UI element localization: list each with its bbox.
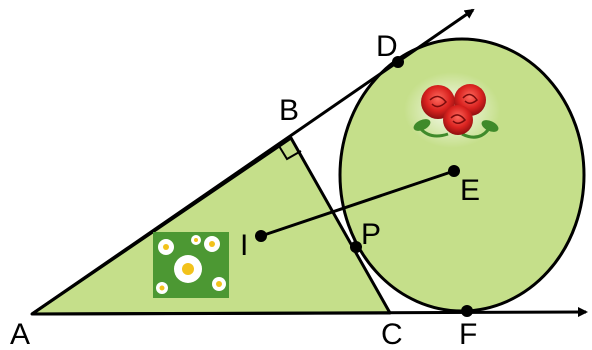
label-c: C xyxy=(381,318,403,350)
label-e: E xyxy=(460,174,480,207)
point-e xyxy=(448,165,460,177)
point-f xyxy=(461,305,473,317)
label-d: D xyxy=(376,30,398,63)
right-angle-mark xyxy=(278,145,302,161)
point-p xyxy=(350,241,362,253)
label-i: I xyxy=(240,229,248,262)
segment-ie xyxy=(260,169,455,238)
label-a: A xyxy=(10,318,30,350)
point-d xyxy=(392,56,404,68)
label-p: P xyxy=(361,218,381,251)
point-i xyxy=(255,230,267,242)
label-b: B xyxy=(279,94,299,127)
daisies-picture xyxy=(153,232,229,298)
daisy-large xyxy=(174,255,202,283)
label-f: F xyxy=(459,318,477,350)
ray-af xyxy=(31,307,588,318)
roses-picture xyxy=(404,72,500,148)
